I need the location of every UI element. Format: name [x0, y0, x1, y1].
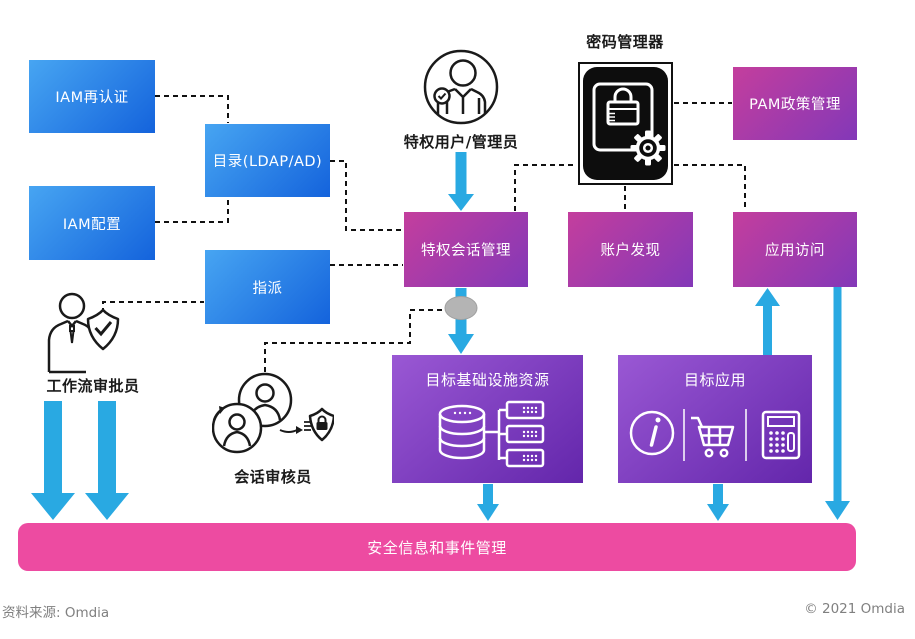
node-target-app: 目标应用	[618, 355, 812, 483]
node-target-infra-label: 目标基础设施资源	[425, 371, 550, 389]
node-directory-label: 目录(LDAP/AD)	[212, 154, 323, 170]
node-priv-session-label: 特权会话管理	[421, 243, 511, 259]
source-note: 资料来源: Omdia	[2, 605, 110, 621]
node-app-access: 应用访问	[733, 212, 857, 287]
password-manager-icon	[583, 67, 668, 180]
node-app-access-label: 应用访问	[765, 243, 825, 259]
connector-auditor-flow-dot	[264, 309, 445, 372]
node-priv-session: 特权会话管理	[404, 212, 528, 287]
flow-dot-icon	[444, 296, 478, 320]
arrow-approver-to-siem-2	[85, 401, 129, 520]
arrow-target-app-to-app-access	[755, 288, 780, 355]
node-target-infra: 目标基础设施资源	[392, 355, 583, 483]
connector-approver-assign	[102, 301, 204, 322]
password-manager-box	[578, 62, 673, 185]
connector-priv-session-password-manager	[514, 164, 577, 211]
node-directory: 目录(LDAP/AD)	[205, 124, 330, 197]
node-target-app-label: 目标应用	[683, 371, 746, 389]
connector-iam-config-directory	[155, 198, 229, 223]
node-iam-reauth: IAM再认证	[29, 60, 155, 133]
connector-iam-reauth-directory	[155, 95, 229, 123]
password-manager-label: 密码管理器	[586, 33, 664, 51]
arrow-user-to-priv-session	[448, 152, 474, 211]
arrow-approver-to-siem-1	[31, 401, 75, 520]
node-assign: 指派	[205, 250, 330, 324]
node-pam-policy-label: PAM政策管理	[749, 97, 841, 113]
node-assign-label: 指派	[252, 280, 283, 297]
workflow-approver-icon	[47, 292, 120, 374]
connector-directory-priv-session	[330, 160, 403, 231]
shopping-cart-icon	[691, 416, 735, 458]
arrow-app-access-to-siem	[825, 287, 850, 520]
info-circle-icon	[629, 410, 675, 456]
node-account-discovery-label: 账户发现	[600, 243, 661, 259]
siem-bar: 安全信息和事件管理	[18, 523, 856, 571]
calculator-icon	[761, 410, 801, 460]
target-app-icons	[629, 409, 801, 461]
siem-label: 安全信息和事件管理	[367, 538, 507, 557]
privileged-user-icon	[423, 49, 499, 125]
node-iam-reauth-label: IAM再认证	[55, 90, 129, 106]
workflow-approver-label: 工作流审批员	[46, 377, 140, 395]
privileged-user-label: 特权用户/管理员	[403, 133, 519, 151]
arrow-target-app-to-siem	[707, 484, 729, 521]
node-iam-config: IAM配置	[29, 186, 155, 260]
copyright-note: © 2021 Omdia	[804, 601, 905, 617]
node-iam-config-label: IAM配置	[62, 216, 122, 233]
session-auditor-icon	[212, 372, 334, 454]
node-account-discovery: 账户发现	[568, 212, 693, 287]
database-servers-icon	[438, 400, 545, 468]
blue-arrows	[31, 152, 850, 521]
connector-password-manager-app-access	[674, 164, 746, 211]
node-pam-policy: PAM政策管理	[733, 67, 857, 140]
dashed-connectors	[102, 95, 746, 372]
session-auditor-label: 会话审核员	[234, 468, 312, 486]
arrow-infra-to-siem	[477, 484, 499, 521]
